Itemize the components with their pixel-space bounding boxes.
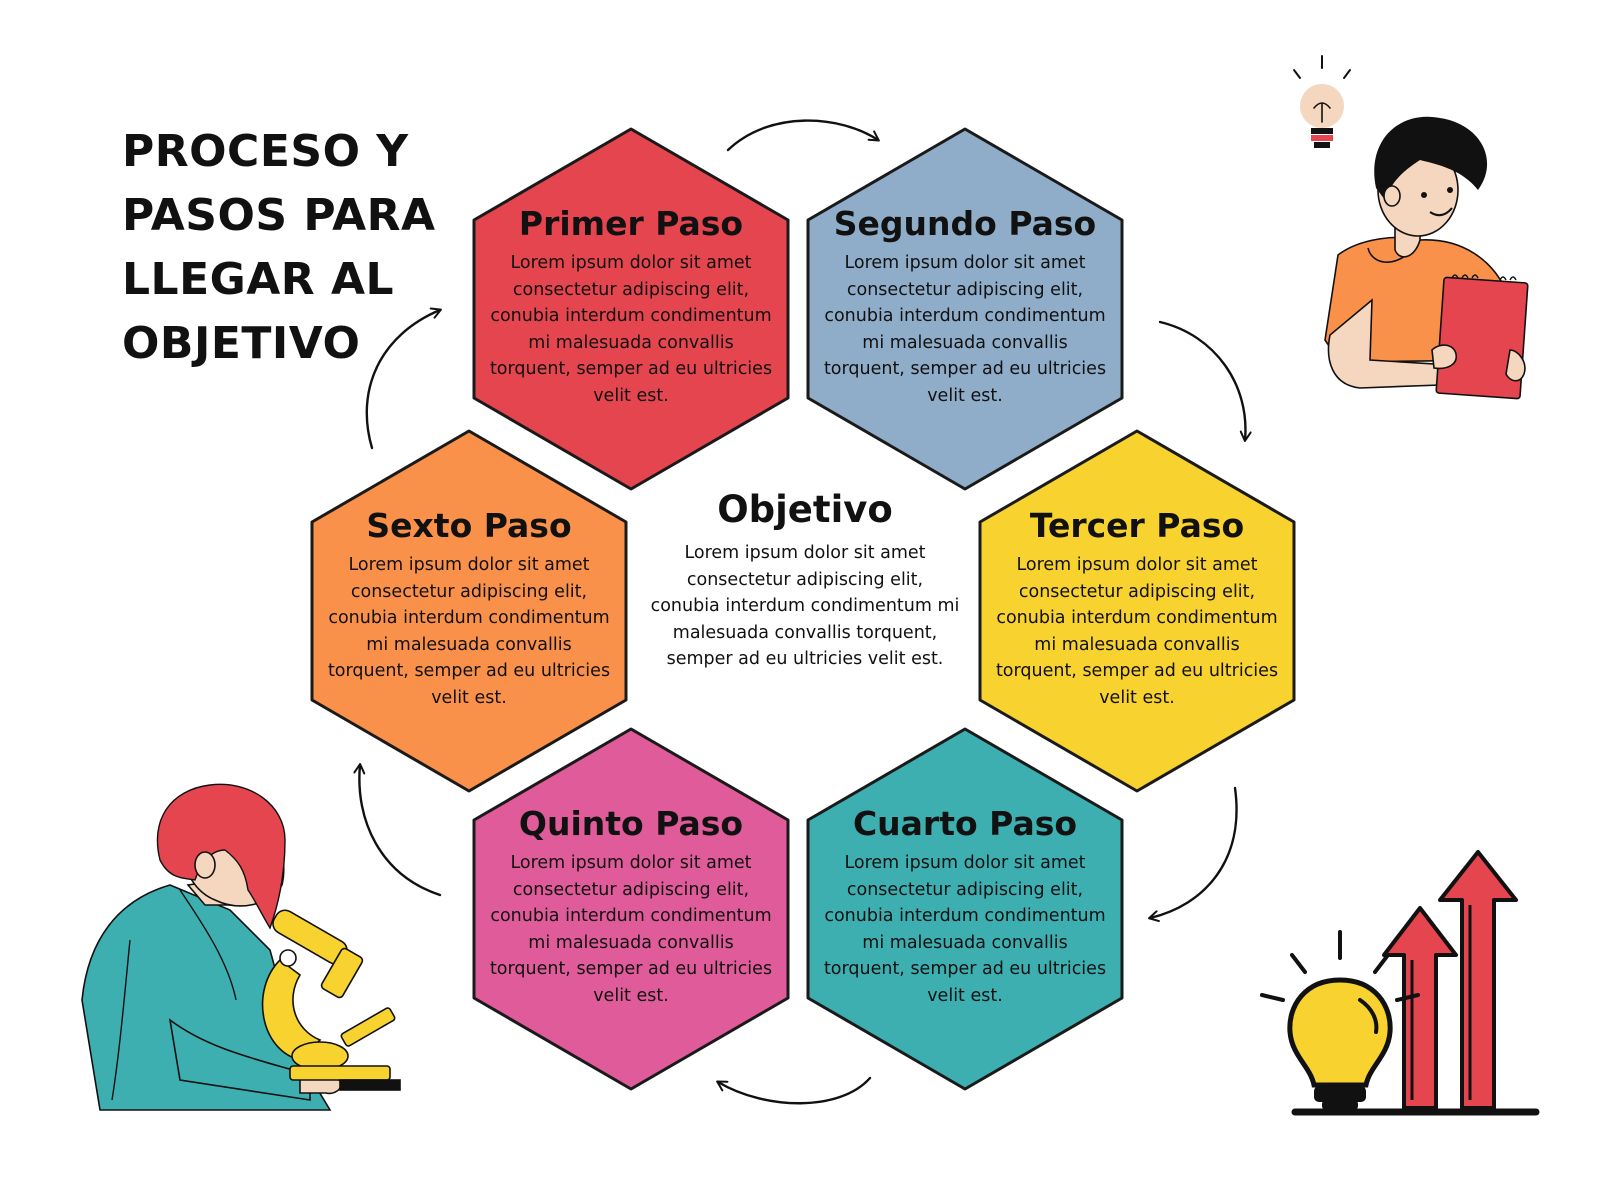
page-title-line-2: PASOS PARA bbox=[122, 190, 436, 241]
hexagon-tercer bbox=[978, 429, 1296, 793]
arrow-quinto-to-sexto bbox=[353, 763, 442, 897]
hexagon-fill bbox=[978, 429, 1296, 793]
step-cuarto-paso: Cuarto Paso Lorem ipsum dolor sit amet c… bbox=[805, 726, 1125, 1092]
hexagon-segundo bbox=[806, 127, 1124, 491]
objective-center: Objetivo Lorem ipsum dolor sit amet cons… bbox=[650, 490, 960, 673]
page-title-line-3: LLEGAR AL bbox=[122, 254, 395, 305]
step-description: Lorem ipsum dolor sit amet consectetur a… bbox=[823, 853, 1107, 1006]
step-sexto-paso: Sexto Paso Lorem ipsum dolor sit amet co… bbox=[309, 428, 629, 794]
step-description: Lorem ipsum dolor sit amet consectetur a… bbox=[995, 555, 1279, 708]
step-title: Segundo Paso bbox=[833, 204, 1097, 243]
cycle-arrows bbox=[353, 119, 1252, 1105]
hexagon-cuarto bbox=[806, 727, 1124, 1091]
step-title: Quinto Paso bbox=[518, 804, 744, 843]
hexagon-fill bbox=[310, 429, 628, 793]
step-primer-paso: Primer Paso Lorem ipsum dolor sit amet c… bbox=[471, 126, 791, 492]
arrow-primer-to-segundo bbox=[726, 119, 880, 152]
hexagon-primer bbox=[472, 127, 790, 491]
step-description: Lorem ipsum dolor sit amet consectetur a… bbox=[823, 253, 1107, 406]
hexagon-sexto bbox=[310, 429, 628, 793]
lightbulb-icon bbox=[1293, 55, 1351, 148]
step-title: Sexto Paso bbox=[366, 506, 572, 545]
arrow-tercer-to-cuarto bbox=[1148, 786, 1238, 923]
arrow-segundo-to-tercer bbox=[1158, 320, 1252, 442]
hexagon-fill bbox=[806, 127, 1124, 491]
step-quinto-paso: Quinto Paso Lorem ipsum dolor sit amet c… bbox=[471, 726, 791, 1092]
hexagon-fill bbox=[472, 727, 790, 1091]
objective-description: Lorem ipsum dolor sit amet consectetur a… bbox=[650, 543, 960, 669]
hexagon-fill bbox=[806, 727, 1124, 1091]
scientist-with-microscope-illustration bbox=[81, 783, 401, 1111]
microscope-icon bbox=[261, 909, 401, 1091]
step-segundo-paso: Segundo Paso Lorem ipsum dolor sit amet … bbox=[805, 126, 1125, 492]
step-title: Cuarto Paso bbox=[852, 804, 1078, 843]
step-title: Primer Paso bbox=[518, 204, 744, 243]
hexagon-quinto bbox=[472, 727, 790, 1091]
hexagon-fill bbox=[472, 127, 790, 491]
step-title: Tercer Paso bbox=[1029, 506, 1245, 545]
arrow-cuarto-to-quinto bbox=[716, 1076, 872, 1105]
step-description: Lorem ipsum dolor sit amet consectetur a… bbox=[327, 555, 611, 708]
step-tercer-paso: Tercer Paso Lorem ipsum dolor sit amet c… bbox=[977, 428, 1297, 794]
page-title-line-4: OBJETIVO bbox=[122, 318, 361, 369]
growth-arrows-with-lightbulb-icon bbox=[1260, 850, 1540, 1116]
boy-with-notepad-illustration bbox=[1293, 55, 1529, 400]
page-title-line-1: PROCESO Y bbox=[122, 126, 409, 177]
step-description: Lorem ipsum dolor sit amet consectetur a… bbox=[489, 253, 773, 406]
page-title: PROCESO Y PASOS PARA LLEGAR AL OBJETIVO bbox=[122, 120, 462, 376]
arrow-sexto-to-primer bbox=[365, 307, 442, 450]
step-description: Lorem ipsum dolor sit amet consectetur a… bbox=[489, 853, 773, 1006]
objective-title: Objetivo bbox=[717, 488, 893, 531]
